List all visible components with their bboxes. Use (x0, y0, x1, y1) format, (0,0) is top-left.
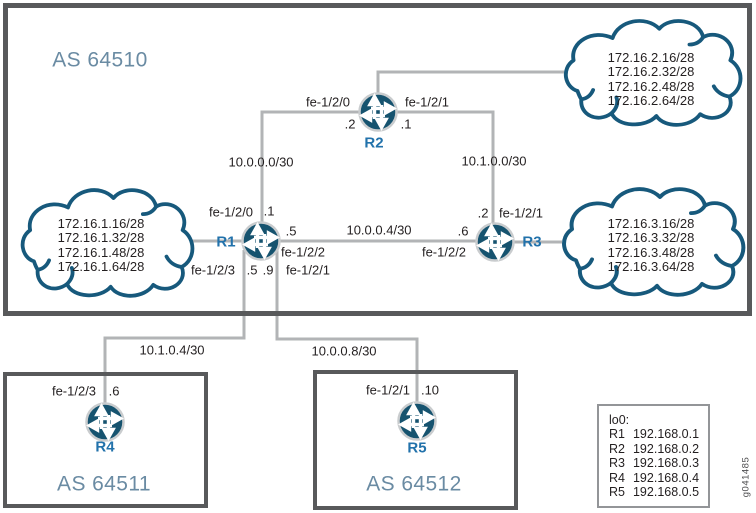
loopback-legend: lo0: R1 192.168.0.1 R2 192.168.0.2 R3 19… (597, 404, 710, 508)
addr-label-r1-dot5: .5 (285, 223, 297, 239)
cloud-prefix: 172.16.2.64/28 (607, 93, 695, 109)
cloud-prefix: 172.16.3.16/28 (607, 216, 695, 232)
link-r2-r3-line (378, 110, 495, 242)
as64512-label: AS 64512 (366, 472, 462, 496)
cloud-r3-prefix-list: 172.16.3.16/28 172.16.3.32/28 172.16.3.4… (607, 216, 695, 275)
addr-label-r1-dot1: .1 (263, 203, 275, 219)
legend-row-r5: R5 192.168.0.5 (609, 485, 708, 499)
addr-label-r5-dot10: .10 (420, 382, 440, 398)
router-label-r4: R4 (95, 438, 115, 456)
router-label-r2: R2 (364, 134, 384, 152)
router-label-r3: R3 (522, 233, 542, 251)
subnet-label-r1-r3: 10.0.0.4/30 (346, 222, 412, 238)
addr-label-r3-dot6: .6 (457, 223, 469, 239)
if-label-r2-fe121: fe-1/2/1 (404, 94, 450, 110)
legend-row-r3: R3 192.168.0.3 (609, 456, 708, 470)
if-label-r1-fe121: fe-1/2/1 (285, 262, 331, 278)
if-label-r3-fe122: fe-1/2/2 (421, 244, 467, 260)
subnet-label-r1-r4: 10.1.0.4/30 (139, 342, 205, 358)
legend-router: R2 (609, 441, 625, 456)
router-icon-r3 (474, 221, 516, 263)
if-label-r3-fe121: fe-1/2/1 (498, 205, 544, 221)
if-label-r5-fe121: fe-1/2/1 (365, 382, 411, 398)
figure-id: g041485 (740, 456, 752, 498)
cloud-r1-prefix-list: 172.16.1.16/28 172.16.1.32/28 172.16.1.4… (57, 216, 145, 275)
addr-label-r1-dot5b: .5 (246, 262, 258, 278)
subnet-label-r1-r5: 10.0.0.8/30 (311, 343, 377, 359)
legend-title: lo0: (609, 413, 630, 427)
cloud-prefix: 172.16.3.64/28 (607, 259, 695, 275)
if-label-r1-fe123: fe-1/2/3 (190, 262, 236, 278)
router-label-r5: R5 (407, 439, 427, 457)
addr-label-r4-dot6: .6 (108, 383, 120, 399)
cloud-prefix: 172.16.3.32/28 (607, 230, 695, 246)
legend-address: 192.168.0.4 (632, 470, 700, 485)
legend-router: R3 (609, 456, 625, 471)
legend-router: R5 (609, 485, 625, 500)
cloud-r2-prefix-list: 172.16.2.16/28 172.16.2.32/28 172.16.2.4… (607, 50, 695, 109)
as64510-box (3, 3, 752, 316)
legend-row-r4: R4 192.168.0.4 (609, 471, 708, 485)
subnet-label-r1-r2: 10.0.0.0/30 (228, 154, 294, 170)
cloud-prefix: 172.16.2.32/28 (607, 64, 695, 80)
legend-router: R1 (609, 427, 625, 442)
link-r1-r2-line (260, 110, 378, 241)
legend-row-r2: R2 192.168.0.2 (609, 442, 708, 456)
if-label-r2-fe120: fe-1/2/0 (305, 94, 351, 110)
cloud-prefix: 172.16.2.48/28 (607, 79, 695, 94)
legend-address: 192.168.0.2 (632, 441, 700, 456)
addr-label-r2-dot1: .1 (400, 116, 412, 132)
legend-address: 192.168.0.1 (632, 427, 700, 442)
addr-label-r2-dot2: .2 (344, 116, 356, 132)
cloud-prefix: 172.16.1.64/28 (57, 259, 145, 275)
as64511-box (3, 372, 208, 508)
router-icon-r2 (357, 91, 399, 133)
if-label-r4-fe123: fe-1/2/3 (51, 383, 97, 399)
legend-address: 192.168.0.5 (632, 485, 700, 500)
addr-label-r3-dot2: .2 (477, 205, 489, 221)
subnet-label-r2-r3: 10.1.0.0/30 (461, 153, 527, 169)
router-icon-r5 (396, 400, 438, 442)
legend-row-r1: R1 192.168.0.1 (609, 427, 708, 441)
cloud-prefix: 172.16.1.48/28 (57, 245, 145, 260)
legend-router: R4 (609, 470, 625, 485)
as64512-box (313, 370, 518, 510)
cloud-prefix: 172.16.1.16/28 (57, 216, 145, 232)
router-icon-r1 (240, 220, 282, 262)
as64511-label: AS 64511 (57, 472, 151, 496)
cloud-prefix: 172.16.3.48/28 (607, 245, 695, 260)
addr-label-r1-dot9: .9 (262, 262, 274, 278)
cloud-prefix: 172.16.2.16/28 (607, 50, 695, 66)
if-label-r1-fe120: fe-1/2/0 (208, 204, 254, 220)
router-label-r1: R1 (216, 233, 236, 251)
if-label-r1-fe122: fe-1/2/2 (280, 244, 326, 260)
as64510-label: AS 64510 (52, 48, 148, 72)
legend-address: 192.168.0.3 (632, 456, 700, 471)
cloud-prefix: 172.16.1.32/28 (57, 230, 145, 246)
router-icon-r4 (84, 401, 126, 443)
link-r1-r5-line (275, 248, 419, 421)
link-r1-r4-line (103, 250, 246, 422)
